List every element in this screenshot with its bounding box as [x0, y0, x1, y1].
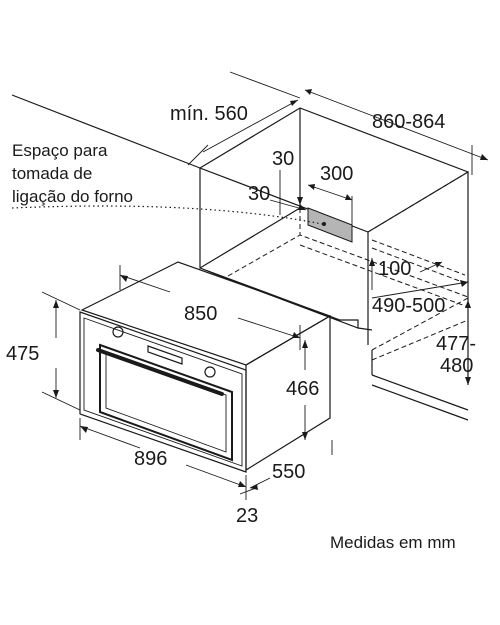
arrowhead	[302, 432, 308, 440]
outlet-box	[307, 207, 353, 243]
arrowhead	[480, 154, 488, 160]
note-line-2: tomada de	[12, 164, 92, 183]
arrowhead	[53, 390, 59, 398]
oven-display	[147, 345, 183, 365]
niche-floor-dashed	[227, 234, 301, 277]
niche-base-dashed	[371, 297, 469, 351]
label-front-depth: 23	[236, 505, 258, 527]
arrowhead	[120, 275, 128, 282]
label-front-height: 475	[6, 343, 39, 365]
lower-right-line	[371, 374, 469, 411]
arrowhead	[53, 300, 59, 308]
niche-top-dashed	[367, 171, 469, 233]
right-knob	[204, 366, 216, 378]
niche-base-dashed-2	[371, 319, 469, 361]
label-offset-top: 30	[272, 148, 294, 170]
dim-896-left	[79, 425, 141, 449]
arrowhead	[298, 204, 306, 210]
oven-front-inner	[83, 317, 243, 467]
niche-vent-dashed-2	[371, 247, 466, 284]
dim-850-right	[237, 317, 301, 339]
label-front-width: 896	[134, 448, 167, 470]
wall-edge-line	[11, 94, 201, 169]
cabinet	[11, 94, 470, 421]
dimension-lines	[41, 71, 489, 500]
outlet-pointer-line	[11, 205, 323, 225]
note-line-3: ligação do forno	[12, 187, 133, 206]
arrowhead	[345, 194, 352, 200]
arrowhead	[369, 258, 375, 266]
label-niche-width: 860-864	[372, 111, 445, 133]
dimension-labels: mín. 560 860-864 30 300 30 100 490-500 4…	[6, 103, 476, 527]
note-line-1: Espaço para	[12, 141, 108, 160]
left-knob	[112, 326, 124, 338]
lower-right-line-2	[371, 384, 469, 421]
oven-door-window	[99, 343, 233, 462]
arrowhead	[308, 184, 315, 190]
dim-860-line	[304, 89, 489, 161]
label-niche-height-b: 480	[440, 355, 473, 377]
outlet-marker	[322, 222, 326, 226]
arrowhead	[80, 426, 88, 433]
label-offset-side: 30	[248, 183, 270, 205]
arrowhead	[302, 340, 308, 348]
niche-vent-dashed	[371, 239, 466, 276]
arrowhead	[250, 484, 258, 490]
label-outlet-width: 300	[320, 163, 353, 185]
arrowhead	[290, 100, 298, 106]
oven-front-panel	[79, 311, 247, 473]
front-trim	[357, 327, 373, 331]
label-niche-height-a: 477-	[436, 333, 476, 355]
arrowhead	[435, 262, 442, 268]
niche-floor-dashed-2	[299, 244, 469, 308]
dim-min-560-line	[202, 99, 299, 153]
arrowhead	[465, 377, 471, 385]
arrowhead	[465, 300, 471, 308]
dim-top-ext	[229, 71, 301, 99]
label-body-depth: 550	[272, 461, 305, 483]
label-niche-depth: 490-500	[372, 295, 445, 317]
outlet-note: Espaço para tomada de ligação do forno	[12, 141, 133, 206]
oven-handle	[96, 348, 224, 396]
dim-300-line	[307, 184, 353, 201]
dim-475-ext-bottom	[41, 391, 81, 411]
dim-min-560-ext	[187, 144, 209, 166]
arrowhead	[297, 197, 303, 205]
dim-850-left	[119, 274, 171, 293]
oven	[79, 261, 332, 473]
arrowhead	[460, 280, 468, 287]
label-body-height: 466	[286, 378, 319, 400]
arrowhead	[305, 89, 312, 95]
label-vent-depth: 100	[378, 258, 411, 280]
units-caption: Medidas em mm	[330, 533, 456, 552]
dim-475-ext-top	[41, 291, 81, 311]
arrowhead	[238, 481, 246, 487]
label-oven-width: 850	[184, 303, 217, 325]
arrowhead	[292, 332, 300, 338]
dim-490-line	[371, 281, 469, 299]
label-min-depth: mín. 560	[170, 103, 248, 125]
dim-23-line	[239, 487, 257, 495]
dim-896-right	[185, 464, 247, 488]
